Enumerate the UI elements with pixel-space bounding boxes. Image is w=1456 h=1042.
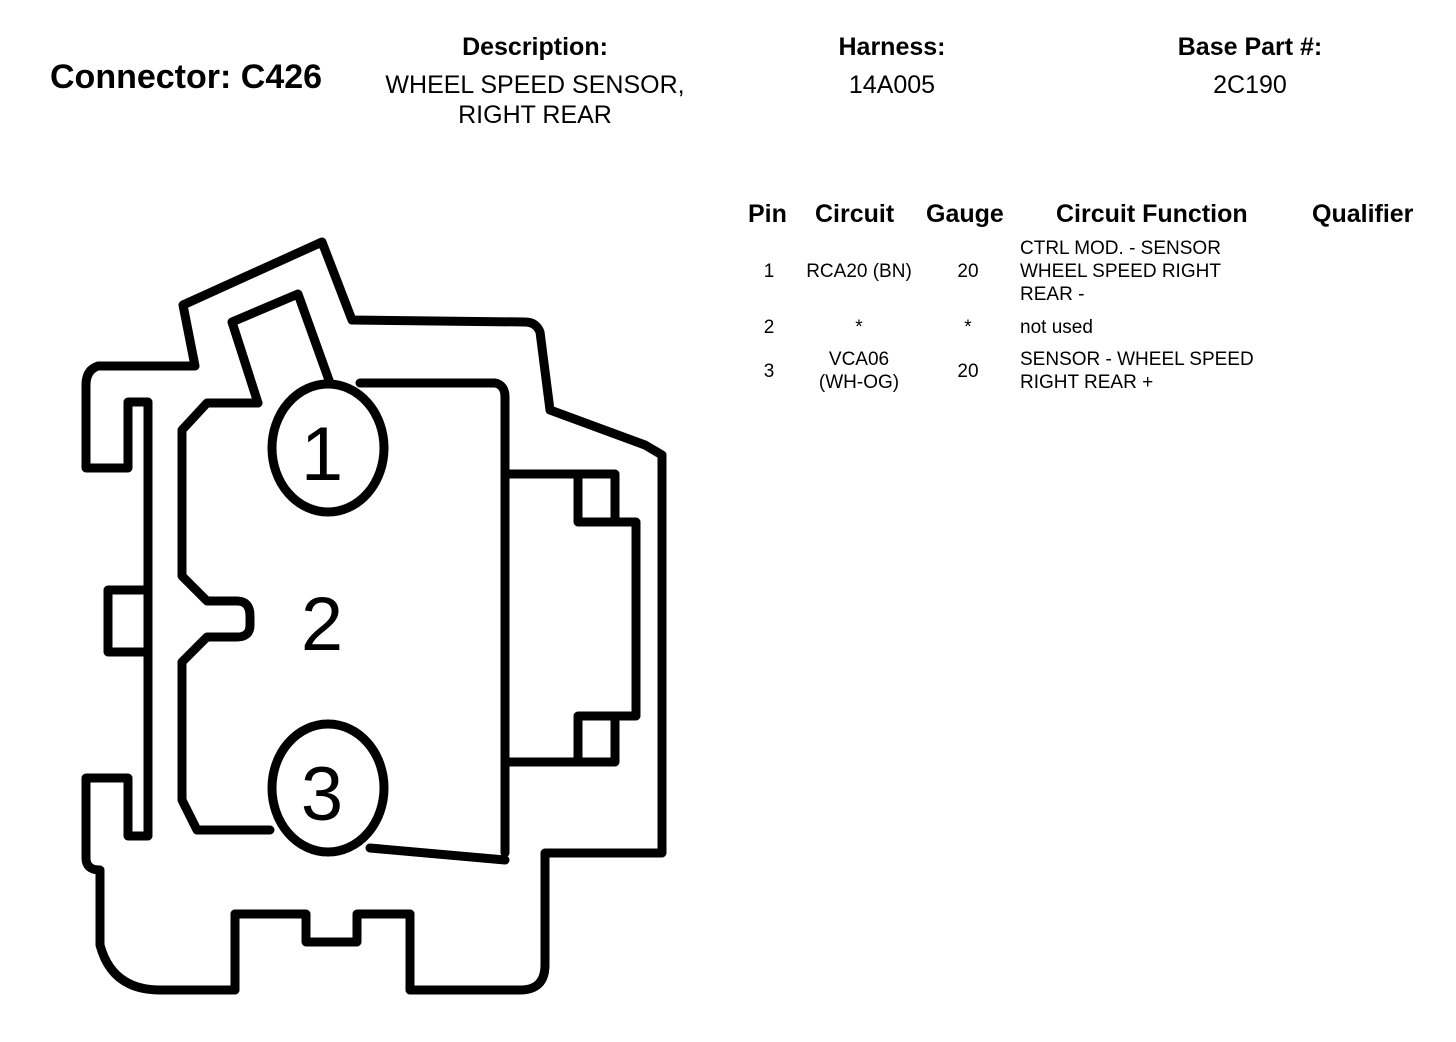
row-3-circuit-line-1: VCA06 bbox=[828, 349, 890, 370]
pin-2-label: 2 bbox=[301, 582, 343, 667]
row-1-function-line-2: WHEEL SPEED RIGHT bbox=[1020, 261, 1221, 282]
row-1-gauge: 20 bbox=[957, 261, 979, 282]
base-part-label: Base Part #: bbox=[1177, 33, 1323, 61]
description-value: WHEEL SPEED SENSOR, RIGHT REAR bbox=[360, 70, 710, 130]
harness-label: Harness: bbox=[838, 33, 946, 61]
connector-face-diagram: 1 2 3 bbox=[81, 237, 667, 995]
row-1-function-line-3: REAR - bbox=[1020, 284, 1085, 305]
connector-title: Connector: C426 bbox=[50, 58, 323, 96]
column-header-pin: Pin bbox=[748, 200, 787, 228]
row-1-pin: 1 bbox=[763, 261, 775, 282]
row-3-function-line-1: SENSOR - WHEEL SPEED bbox=[1020, 349, 1254, 370]
description-line-2: RIGHT REAR bbox=[458, 101, 612, 129]
locking-tab bbox=[227, 289, 335, 408]
row-1-function: CTRL MOD. - SENSOR WHEEL SPEED RIGHT REA… bbox=[1020, 237, 1300, 306]
row-3-function-line-2: RIGHT REAR + bbox=[1020, 372, 1154, 393]
bottom-notch bbox=[230, 909, 415, 995]
right-latch bbox=[500, 469, 641, 767]
column-header-circuit-function: Circuit Function bbox=[1056, 200, 1248, 228]
row-3-gauge: 20 bbox=[957, 361, 979, 382]
column-header-circuit: Circuit bbox=[815, 200, 895, 228]
connector-housing-outline bbox=[81, 237, 667, 995]
row-3-pin: 3 bbox=[763, 361, 775, 382]
pin-1-circle bbox=[267, 379, 389, 517]
row-2-function: not used bbox=[1020, 317, 1093, 338]
left-side-tab bbox=[103, 585, 153, 657]
harness-value: 14A005 bbox=[848, 71, 936, 99]
description-line-1: WHEEL SPEED SENSOR, bbox=[385, 71, 685, 99]
inner-cavity-outline bbox=[177, 378, 510, 865]
column-header-qualifier: Qualifier bbox=[1312, 200, 1414, 228]
row-2-gauge: * bbox=[964, 317, 972, 338]
column-header-gauge: Gauge bbox=[926, 200, 1004, 228]
row-1-circuit: RCA20 (BN) bbox=[806, 261, 912, 282]
pin-1-label: 1 bbox=[301, 412, 343, 497]
pin-3-label: 3 bbox=[301, 752, 343, 837]
base-part-value: 2C190 bbox=[1213, 71, 1287, 99]
row-2-circuit: * bbox=[855, 317, 863, 338]
row-3-function: SENSOR - WHEEL SPEED RIGHT REAR + bbox=[1020, 348, 1300, 394]
row-3-circuit-line-2: (WH-OG) bbox=[818, 372, 900, 393]
pin-3-circle bbox=[267, 719, 389, 857]
row-3-circuit: VCA06 (WH-OG) bbox=[793, 348, 925, 394]
row-2-pin: 2 bbox=[763, 317, 775, 338]
row-1-function-line-1: CTRL MOD. - SENSOR bbox=[1020, 238, 1221, 259]
description-label: Description: bbox=[462, 33, 608, 61]
